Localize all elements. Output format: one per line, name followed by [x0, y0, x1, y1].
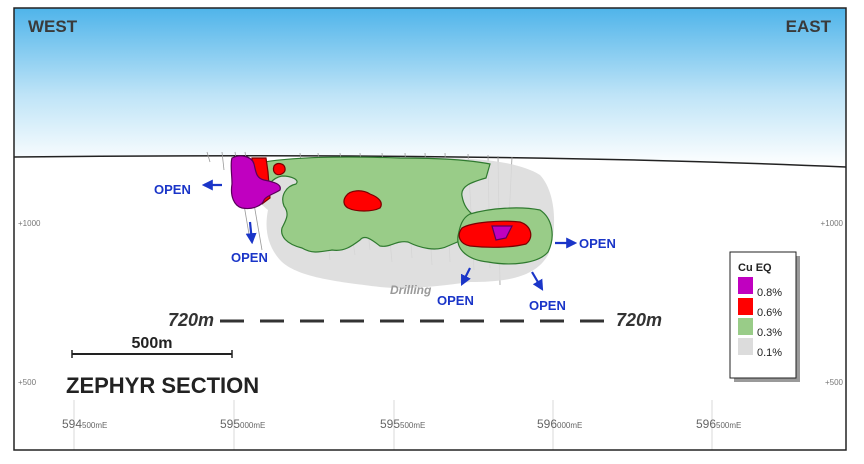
open-label-4: OPEN [437, 293, 474, 308]
legend-swatch-0.1 [738, 338, 753, 355]
frame-border [13, 7, 847, 451]
scale-bar-label: 500m [132, 335, 173, 352]
easting-label-4: 596000mE [537, 417, 582, 431]
depth-720m-label-left: 720m [168, 310, 214, 330]
easting-label-2: 595000mE [220, 417, 265, 431]
grade-shell-0.6-central [343, 190, 382, 212]
west-label: WEST [28, 17, 78, 36]
open-label-3: OPEN [579, 236, 616, 251]
legend-title: Cu EQ [738, 262, 772, 274]
elevation-500-right: +500 [825, 378, 844, 387]
ground-surface-line [13, 155, 847, 168]
east-label: EAST [786, 17, 832, 36]
easting-label-5: 596500mE [696, 417, 741, 431]
section-title: ZEPHYR SECTION [66, 373, 259, 398]
elevation-1000-left: +1000 [18, 219, 41, 228]
elevation-500-left: +500 [18, 378, 37, 387]
easting-grid [73, 400, 713, 450]
legend-label-0.8: 0.8% [757, 287, 782, 299]
open-label-2: OPEN [231, 250, 268, 265]
legend-label-0.1: 0.1% [757, 347, 782, 359]
sky-background [14, 8, 846, 167]
elevation-1000-right: +1000 [821, 219, 844, 228]
open-label-5: OPEN [529, 298, 566, 313]
depth-720m-label-right: 720m [616, 310, 662, 330]
legend-label-0.3: 0.3% [757, 327, 782, 339]
grade-shell-0.8-east [491, 225, 513, 241]
legend: Cu EQ 0.8% 0.6% 0.3% 0.1% [729, 251, 800, 382]
legend-swatch-0.3 [738, 318, 753, 335]
drilling-label: Drilling [390, 283, 432, 297]
grade-shell-0.6-west-small [272, 162, 286, 176]
legend-swatch-0.6 [738, 298, 753, 315]
easting-label-3: 595500mE [380, 417, 425, 431]
open-arrows [201, 179, 578, 291]
legend-swatch-0.8 [738, 277, 753, 294]
grade-shell-0.8-west [230, 155, 281, 210]
open-label-1: OPEN [154, 182, 191, 197]
easting-label-1: 594500mE [62, 417, 107, 431]
legend-label-0.6: 0.6% [757, 307, 782, 319]
